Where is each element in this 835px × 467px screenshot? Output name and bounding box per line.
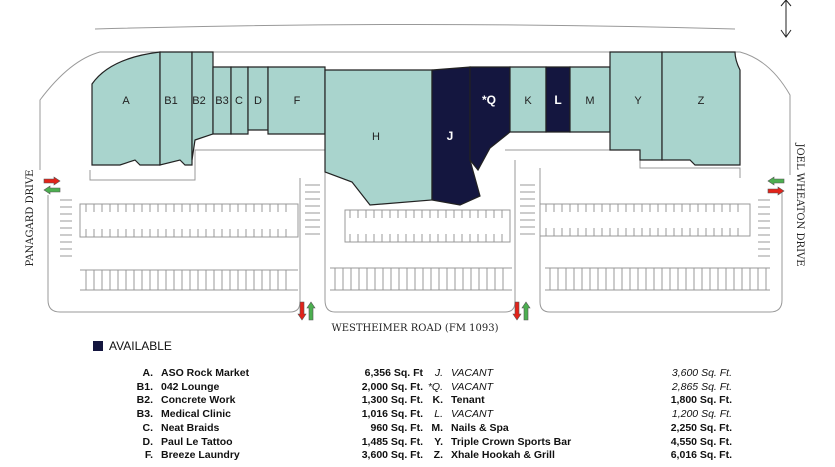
tenant-code: J. [434,367,443,379]
tenant-name: Paul Le Tattoo [161,435,233,448]
tenant-size: 1,800 Sq. Ft. [670,394,732,407]
tenant-code: B3. [136,408,153,421]
tenant-size: 6,016 Sq. Ft. [670,449,732,462]
tenant-size: 1,200 Sq. Ft. [671,408,732,421]
tenant-name: VACANT [451,367,494,379]
entrance-arrow-icon [43,176,61,186]
unit-label-K: K [524,95,532,107]
entrance-arrow-icon [512,301,522,321]
tenant-row: F. Breeze Laundry 3,600 Sq. Ft. [125,449,423,463]
unit-label-B3: B3 [215,95,228,107]
property-boundary-top [94,24,736,30]
tenant-row: M. Nails & Spa 2,250 Sq. Ft. [415,422,732,436]
site-outline [39,51,791,175]
tenant-name: Neat Braids [161,421,220,434]
entrance-arrows [43,176,785,321]
tenant-size: 3,600 Sq. Ft. [361,449,423,462]
parking-lot-right [539,168,783,313]
unit-label-Y: Y [634,95,642,107]
tenant-name: Tenant [451,394,485,407]
tenant-list-right: J. VACANT 3,600 Sq. Ft. *Q. VACANT 2,865 Sq. … [415,367,732,463]
tenant-name: VACANT [451,408,494,421]
tenant-code: Y. [434,435,443,448]
unit-label-H: H [372,131,380,143]
tenant-code: L. [434,408,443,421]
unit-label-F: F [294,95,301,107]
legend: AVAILABLE [93,339,172,353]
entrance-arrow-icon [767,186,785,196]
tenant-code: *Q. [427,380,443,393]
tenant-code: B2. [136,394,153,407]
tenant-row: B2. Concrete Work 1,300 Sq. Ft. [125,394,423,408]
entrance-arrow-icon [306,301,316,321]
tenant-name: Breeze Laundry [161,449,240,462]
unit-label-D: D [254,95,262,107]
tenant-code: M. [431,421,443,434]
tenant-size: 960 Sq. Ft. [370,421,423,434]
tenant-name: Concrete Work [161,394,236,407]
entrance-arrow-icon [297,301,307,321]
north-arrow-icon [780,0,792,38]
tenant-row: A. ASO Rock Market 6,356 Sq. Ft [125,367,424,381]
unit-label-M: M [585,95,594,107]
tenant-name: Nails & Spa [451,421,509,434]
tenant-size: 1,485 Sq. Ft. [361,435,423,448]
site-plan: A B1 B2 B3 C D F H J *Q K L M Y Z PANAGA… [25,0,805,334]
tenant-row: Y. Triple Crown Sports Bar 4,550 Sq. Ft. [415,436,732,450]
unit-label-J: J [447,129,454,143]
buildings [91,51,741,206]
unit-label-A: A [122,95,130,107]
tenant-name: 042 Lounge [161,380,220,393]
parking-lot-center [324,160,516,313]
tenant-name: Medical Clinic [161,408,232,421]
tenant-size: 3,600 Sq. Ft. [671,367,732,379]
road-label-right: JOEL WHEATON DRIVE [794,142,805,266]
tenant-code: B1. [136,380,153,393]
tenant-code: Z. [433,449,443,462]
tenant-size: 2,250 Sq. Ft. [670,421,732,434]
tenant-size: 4,550 Sq. Ft. [670,435,732,448]
tenant-row: B1. 042 Lounge 2,000 Sq. Ft. [125,381,423,395]
unit-label-B2: B2 [192,95,205,107]
unit-label-L: L [554,93,561,107]
entrance-arrow-icon [43,185,61,195]
tenant-name: Xhale Hookah & Grill [451,449,555,462]
tenant-size: 2,865 Sq. Ft. [671,380,732,393]
unit-labels: A B1 B2 B3 C D F H J *Q K L M Y Z [122,93,704,143]
tenant-size: 2,000 Sq. Ft. [361,380,423,393]
unit-label-Z: Z [698,95,705,107]
road-label-left: PANAGARD DRIVE [25,170,36,267]
tenant-row: B3. Medical Clinic 1,016 Sq. Ft. [125,408,423,422]
tenant-code: C. [142,421,154,434]
tenant-row: *Q. VACANT 2,865 Sq. Ft. [415,381,732,395]
tenant-row: C. Neat Braids 960 Sq. Ft. [125,421,424,436]
tenant-row: D. Paul Le Tattoo 1,485 Sq. Ft. [125,435,424,450]
tenant-name: VACANT [451,380,494,393]
tenant-row: Z. Xhale Hookah & Grill 6,016 Sq. Ft. [415,449,732,463]
tenant-size: 1,016 Sq. Ft. [361,408,423,421]
entrance-arrow-icon [521,301,531,321]
unit-label-B1: B1 [164,95,177,107]
unit-label-Q: *Q [482,93,496,107]
available-swatch [93,341,103,351]
parking-lot-left [47,178,301,313]
tenant-name: ASO Rock Market [161,367,250,379]
tenant-code: K. [432,394,444,407]
unit-label-C: C [235,95,243,107]
tenant-code: A. [142,367,154,379]
legend-label: AVAILABLE [109,339,172,353]
tenant-name: Triple Crown Sports Bar [451,435,572,448]
tenant-code: F. [144,449,153,462]
tenant-size: 1,300 Sq. Ft. [361,394,423,407]
tenant-code: D. [142,435,154,448]
tenant-list-left: A. ASO Rock Market 6,356 Sq. Ft B1. 042 Loun… [125,367,423,463]
tenant-row: K. Tenant 1,800 Sq. Ft. [415,394,733,408]
road-label-bottom: WESTHEIMER ROAD (FM 1093) [331,323,498,334]
tenant-size: 6,356 Sq. Ft [364,367,423,379]
entrance-arrow-icon [767,176,785,186]
tenant-row: J. VACANT 3,600 Sq. Ft. [415,367,732,381]
tenant-row: L. VACANT 1,200 Sq. Ft. [415,408,732,422]
